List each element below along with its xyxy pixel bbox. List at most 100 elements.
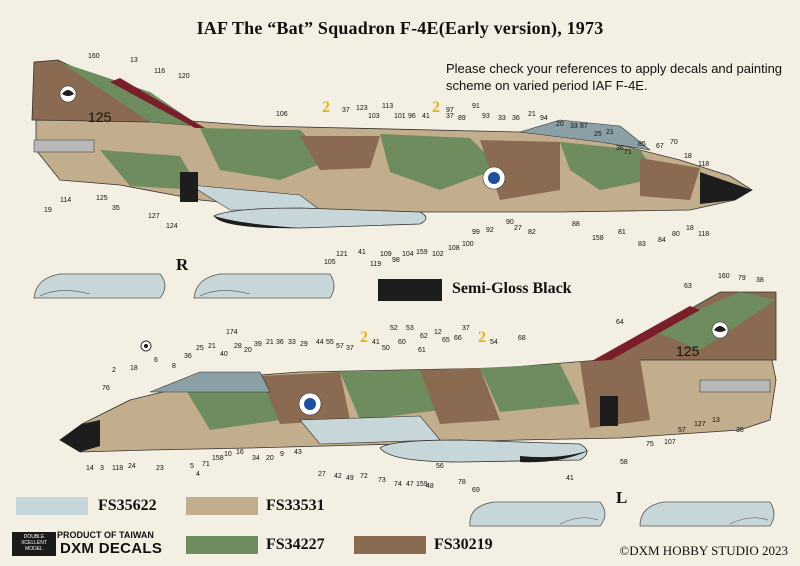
callout-label: 160 — [88, 53, 100, 60]
callout-label: 42 — [334, 473, 342, 480]
callout-label: 106 — [276, 111, 288, 118]
callout-label: 44 — [316, 339, 324, 346]
callout-label: 25 — [196, 345, 204, 352]
callout-label: 20 — [556, 121, 564, 128]
callout-label: 34 — [252, 455, 260, 462]
callout-label: 160 — [718, 273, 730, 280]
callout-label: 21 — [208, 343, 216, 350]
legend-swatch-fs35622 — [16, 497, 88, 515]
callout-label: 21 — [528, 111, 536, 118]
callout-label: 50 — [382, 345, 390, 352]
svg-text:2: 2 — [432, 99, 440, 116]
callout-label: 36 — [276, 339, 284, 346]
callout-label: 118 — [698, 161, 709, 168]
callout-label: 36 — [616, 145, 624, 152]
callout-label: 37 — [342, 107, 350, 114]
reference-note: Please check your references to apply de… — [446, 61, 783, 93]
callout-label: 87 — [580, 123, 588, 130]
callout-label: 119 — [370, 261, 381, 268]
callout-label: 83 — [638, 241, 646, 248]
callout-label: 84 — [658, 237, 666, 244]
callout-label: 90 — [506, 219, 514, 226]
callout-label: 174 — [226, 329, 238, 336]
callout-label: 66 — [454, 335, 462, 342]
callout-label: 89 — [458, 115, 466, 122]
callout-label: 41 — [372, 339, 380, 346]
callout-label: 36 — [184, 353, 192, 360]
callout-label: 27 — [514, 225, 522, 232]
callout-label: 116 — [154, 68, 165, 75]
callouts-right-view: 160 13 116 120 106 37 123 103 113 101 96… — [44, 53, 709, 268]
legend-label-fs30219: FS30219 — [434, 536, 493, 553]
pylon-profiles-right — [33, 273, 335, 299]
callout-label: 33 — [570, 123, 578, 130]
callout-label: 5 — [190, 463, 194, 470]
callout-label: 72 — [360, 473, 368, 480]
callout-label: 2 — [112, 367, 116, 374]
callout-label: 158 — [592, 235, 604, 242]
tail-code-right: 125 — [88, 109, 112, 125]
callout-label: 96 — [408, 113, 416, 120]
callout-label: 85 — [638, 141, 646, 148]
callout-label: 69 — [472, 487, 480, 494]
callout-label: 118 — [112, 465, 123, 472]
callout-label: 125 — [96, 195, 108, 202]
callout-label: 93 — [482, 113, 490, 120]
callout-label: 73 — [378, 477, 386, 484]
semi-gloss-label: Semi-Gloss Black — [452, 280, 572, 297]
callout-label: 57 — [336, 343, 344, 350]
callout-label: 4 — [196, 471, 200, 478]
callout-label: 79 — [738, 275, 746, 282]
callout-label: 104 — [402, 251, 414, 258]
callout-label: 35 — [736, 427, 744, 434]
callout-label: 6 — [154, 357, 158, 364]
callout-label: 52 — [390, 325, 398, 332]
callout-label: 33 — [498, 115, 506, 122]
callout-label: 123 — [356, 105, 368, 112]
callout-label: 25 — [594, 131, 602, 138]
legend-swatch-fs34227 — [186, 536, 258, 554]
callout-label: 124 — [166, 223, 178, 230]
callout-label: 158 — [212, 455, 224, 462]
callout-label: 107 — [664, 439, 676, 446]
callout-label: 18 — [686, 225, 694, 232]
callout-label: 92 — [486, 227, 494, 234]
callout-label: 63 — [684, 283, 692, 290]
callout-label: 75 — [646, 441, 654, 448]
page-title: IAF The “Bat” Squadron F-4E(Early versio… — [196, 18, 604, 38]
callout-label: 159 — [416, 249, 428, 256]
callout-label: 78 — [458, 479, 466, 486]
callout-label: 16 — [236, 449, 244, 456]
callout-label: 71 — [624, 149, 632, 156]
callout-label: 159 — [416, 481, 428, 488]
copyright: ©DXM HOBBY STUDIO 2023 — [619, 543, 788, 558]
callout-label: 40 — [220, 351, 228, 358]
callout-label: 35 — [112, 205, 120, 212]
callout-label: 18 — [684, 153, 692, 160]
callout-label: 98 — [392, 257, 400, 264]
right-side-profile: 125 2 2 — [31, 59, 753, 229]
callout-label: 3 — [100, 465, 104, 472]
callout-label: 121 — [336, 251, 348, 258]
callout-label: 9 — [280, 451, 284, 458]
callout-label: 33 — [288, 339, 296, 346]
callout-label: 12 — [434, 329, 442, 336]
callout-label: 27 — [318, 471, 326, 478]
callout-label: 103 — [368, 113, 380, 120]
callout-label: 48 — [426, 483, 434, 490]
callout-label: 67 — [656, 143, 664, 150]
callout-label: 101 — [394, 113, 406, 120]
callout-label: 23 — [156, 465, 164, 472]
callout-label: 8 — [172, 363, 176, 370]
legend-label-fs34227: FS34227 — [266, 536, 325, 553]
callout-label: 113 — [382, 103, 393, 110]
callout-label: 19 — [44, 207, 52, 214]
callout-label: 36 — [512, 115, 520, 122]
legend-label-fs33531: FS33531 — [266, 497, 325, 514]
callout-label: 54 — [490, 339, 498, 346]
callout-label: 14 — [86, 465, 94, 472]
callout-label: 53 — [406, 325, 414, 332]
callout-label: 13 — [130, 57, 138, 64]
callout-label: 97 — [446, 107, 454, 114]
callout-label: 38 — [756, 277, 764, 284]
